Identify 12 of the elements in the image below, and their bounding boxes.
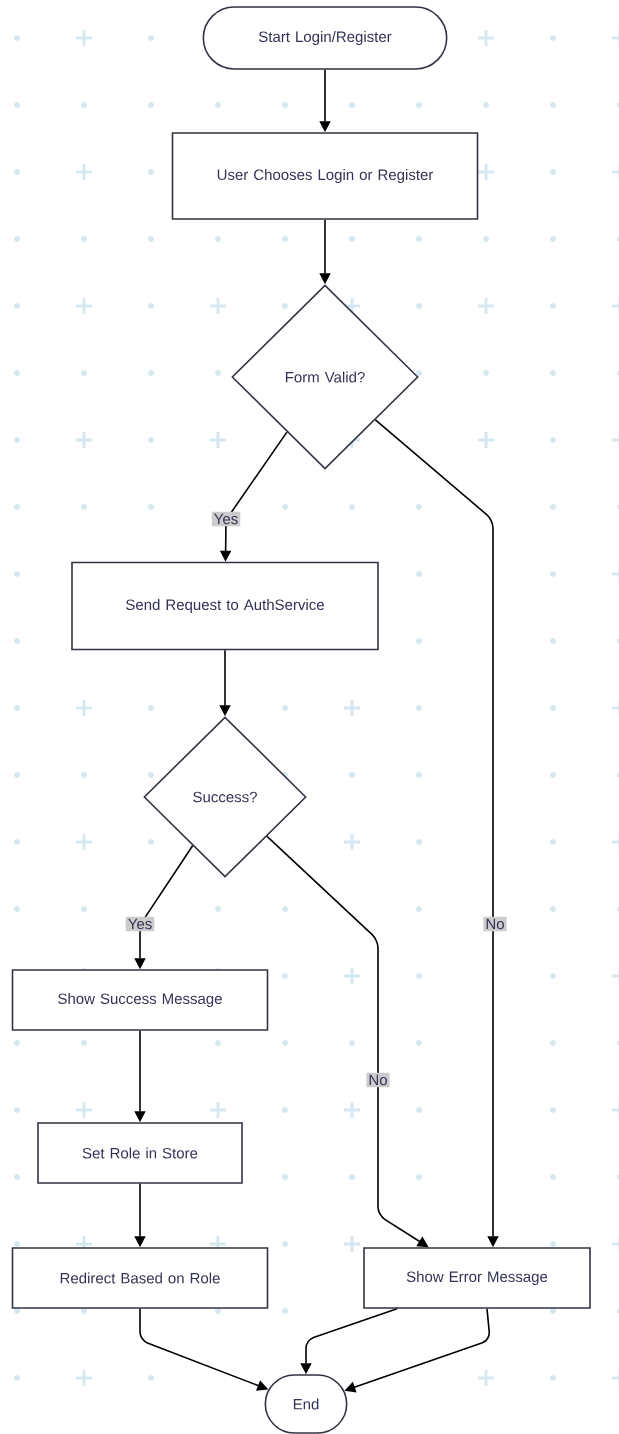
process-box: Redirect Based on Role	[11, 1247, 269, 1309]
process-box: Set Role in Store	[37, 1122, 243, 1184]
edge-label: No	[366, 1072, 390, 1088]
process-box: Show Error Message	[363, 1247, 591, 1309]
process-box: Send Request to AuthService	[71, 561, 379, 651]
edge-label: Yes	[211, 511, 241, 527]
process-box: Show Success Message	[11, 969, 269, 1031]
edge-label: Yes	[125, 916, 155, 932]
start-end-terminal: End	[264, 1374, 348, 1434]
edge-label: No	[483, 916, 507, 932]
start-end-terminal: Start Login/Register	[202, 6, 448, 70]
process-box: User Chooses Login or Register	[171, 132, 479, 220]
